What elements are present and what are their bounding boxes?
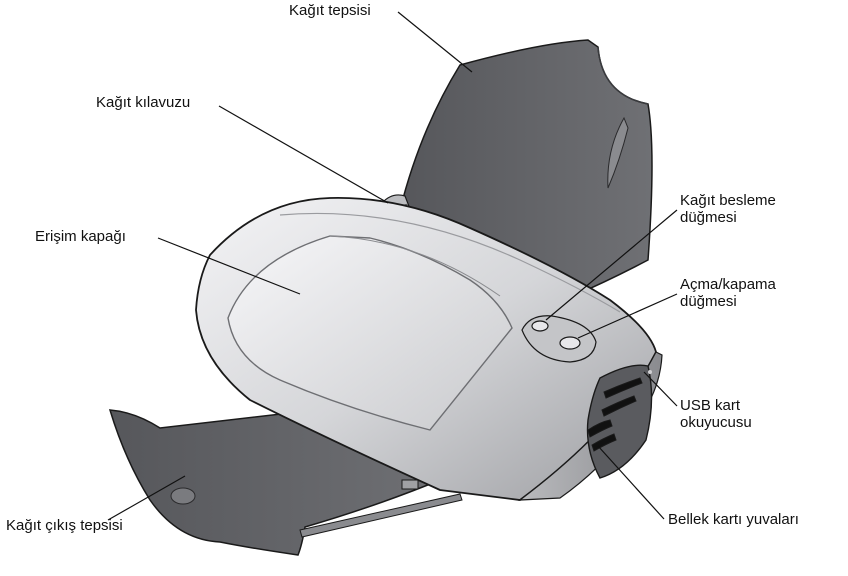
label-usb-line-2: okuyucusu [680,414,752,431]
leader-usb-reader [643,371,678,407]
power-button[interactable] [559,336,581,350]
leader-paper-tray [397,11,473,73]
label-paper-exit-tray: Kağıt çıkış tepsisi [6,517,123,534]
label-paper-feed-button: Kağıt besleme düğmesi [680,192,776,226]
label-power-line-1: Açma/kapama [680,276,776,293]
label-paper-tray-text: Kağıt tepsisi [289,2,371,19]
access-cover [227,235,513,431]
leader-feed-button [545,209,678,321]
usb-card-reader [586,364,653,479]
label-usb-card-reader: USB kart okuyucusu [680,397,752,431]
paper-feed-button[interactable] [531,320,549,332]
label-paper-guide: Kağıt kılavuzu [96,94,190,111]
leader-access-cover [157,237,301,295]
label-power-line-2: düğmesi [680,293,737,310]
label-power-button: Açma/kapama düğmesi [680,276,776,310]
leader-paper-guide [218,105,389,204]
label-paper-guide-text: Kağıt kılavuzu [96,94,191,111]
leader-card-slots [597,445,665,520]
label-usb-line-1: USB kart [680,397,741,414]
label-memory-card-slots: Bellek kartı yuvaları [668,511,799,528]
label-paper-tray: Kağıt tepsisi [289,2,371,19]
label-exit-tray-text: Kağıt çıkış tepsisi [6,517,123,534]
label-card-slots-text: Bellek kartı yuvaları [668,511,799,528]
label-access-cover-text: Erişim kapağı [35,228,126,245]
label-access-cover: Erişim kapağı [35,228,126,245]
leader-power-button [577,293,678,339]
leader-lines [107,11,678,521]
label-feed-line-2: düğmesi [680,209,737,226]
label-feed-line-1: Kağıt besleme [680,192,776,209]
leader-exit-tray [107,475,186,521]
